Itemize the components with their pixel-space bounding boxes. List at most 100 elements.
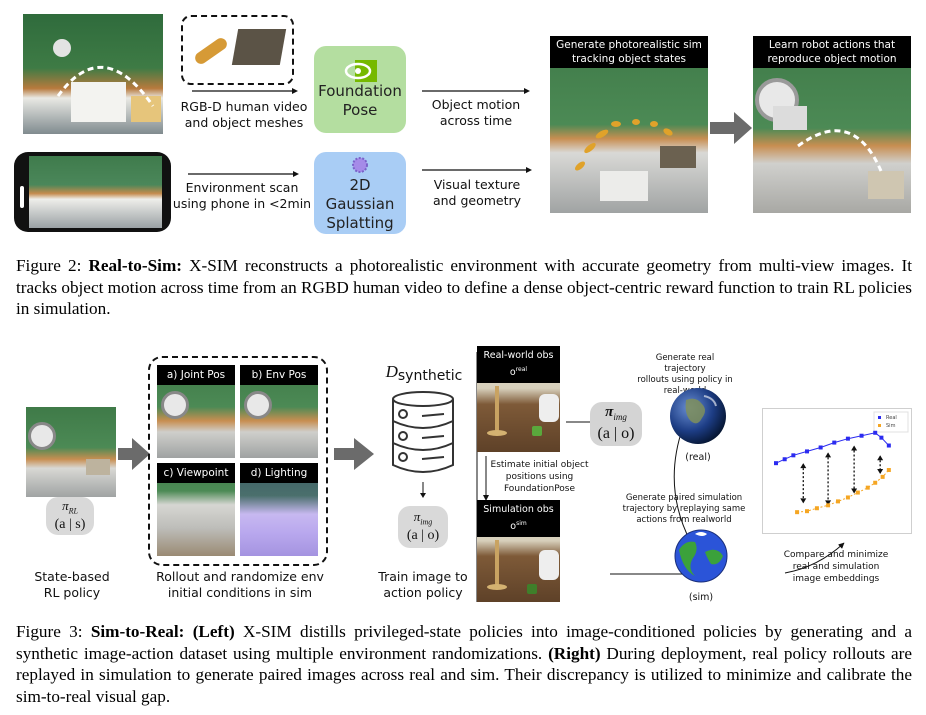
- randomization-env-pos: b) Env Pos: [240, 365, 318, 458]
- img-policy-box: πimg (a | o): [398, 506, 448, 548]
- randomize-label: Rollout and randomize env initial condit…: [156, 569, 324, 600]
- real-point: [818, 445, 823, 450]
- database-icon: [392, 391, 454, 473]
- pi-symbol: π: [413, 508, 421, 524]
- rgbd-arrow: [192, 88, 298, 94]
- sink: [71, 82, 126, 122]
- method-name-sc: IM: [216, 256, 238, 275]
- estimate-down-arrow: [483, 456, 489, 501]
- compare-label: Compare and minimize real and simulation…: [783, 550, 889, 584]
- img-policy-arg: (a | o): [406, 528, 440, 544]
- real-obs-banner: Real-world obs oreal: [477, 346, 560, 384]
- lamp: [53, 39, 71, 57]
- corn-mesh: [192, 35, 230, 67]
- randomization-joint-pos: a) Joint Pos: [157, 365, 235, 458]
- rgbd-label: RGB-D human video and object meshes: [180, 99, 308, 130]
- dataset-down-arrow: [420, 482, 426, 498]
- legend-swatch-real: [878, 416, 881, 419]
- object-meshes-box: [181, 15, 294, 85]
- real-point: [845, 436, 850, 441]
- figure-2-text: reconstructs a photorealistic environmen…: [16, 256, 912, 318]
- corn-trajectory: [575, 119, 696, 201]
- real-world-obs-image: Real-world obs oreal: [477, 346, 560, 452]
- sim-point: [845, 495, 850, 500]
- figure-3-text-1: distills privileged-state policies into …: [16, 622, 913, 663]
- train-label: Train image to action policy: [378, 569, 468, 600]
- robot-actions-image: Learn robot actions that reproduce objec…: [753, 36, 911, 213]
- real-point: [774, 461, 778, 466]
- deploy-policy-box: πimg (a | o): [590, 402, 642, 446]
- method-name-sc: IM: [270, 622, 292, 641]
- randomization-group: a) Joint Pos b) Env Pos c) Viewpoint d) …: [148, 356, 328, 566]
- visual-texture-arrow: [422, 167, 532, 173]
- pi-symbol: π: [605, 404, 614, 420]
- gray-arrow-sim-to-robot: [710, 112, 752, 144]
- right-marker: (Right): [548, 643, 601, 663]
- rl-policy-box: πRL (a | s): [46, 497, 94, 535]
- left-marker: (Left): [192, 622, 235, 641]
- real-point: [805, 449, 809, 454]
- sim-point: [826, 503, 831, 508]
- legend-swatch-sim: [878, 424, 881, 427]
- gap-arrow-head-down: [877, 468, 884, 474]
- real-point: [832, 440, 837, 445]
- robot-trajectory-arc: [797, 129, 883, 172]
- deploy-subscript: img: [613, 412, 627, 422]
- rl-policy-arg: (a | s): [54, 517, 86, 533]
- visual-texture-label: Visual texture and geometry: [432, 177, 522, 208]
- gaussian-splatting-label: 2D Gaussian Splatting: [325, 175, 395, 232]
- phone-scan-photo: [14, 152, 171, 232]
- robot-basket: [868, 171, 904, 199]
- sim-obs-text: Simulation obs o: [483, 504, 554, 533]
- rl-subscript: RL: [68, 506, 78, 516]
- real-globe-label: (real): [685, 452, 711, 463]
- gray-arrow-randomize-to-dataset: [334, 438, 374, 470]
- figure-2-number: Figure 2:: [16, 256, 89, 275]
- sim-point: [865, 485, 870, 490]
- sim-obs-banner: Simulation obs osim: [477, 500, 560, 538]
- sim-obs-sup: sim: [516, 520, 527, 527]
- env-scan-arrow: [188, 171, 299, 177]
- sim-banner: Generate photorealistic sim tracking obj…: [550, 36, 708, 68]
- env-scan-label: Environment scan using phone in <2min: [172, 180, 312, 211]
- sim-point: [873, 480, 878, 485]
- env-pos-label: b) Env Pos: [240, 365, 318, 385]
- foundation-pose-label: Foundation Pose: [318, 81, 402, 119]
- real-point: [879, 435, 884, 440]
- viewpoint-label: c) Viewpoint: [157, 463, 235, 483]
- real-point: [873, 430, 878, 435]
- left-right-divider: [476, 352, 478, 602]
- sim-series: [795, 468, 891, 515]
- sim-point: [886, 468, 891, 473]
- gap-arrows: [800, 445, 884, 506]
- gap-arrow-head-down: [800, 498, 807, 504]
- randomization-viewpoint: c) Viewpoint: [157, 463, 235, 556]
- basket: [131, 96, 161, 122]
- robot-banner: Learn robot actions that reproduce objec…: [753, 36, 911, 68]
- figure-2-caption: Figure 2: Real-to-Sim: X-SIM reconstruct…: [16, 255, 912, 320]
- legend-label-real: Real: [886, 415, 897, 421]
- joint-pos-label: a) Joint Pos: [157, 365, 235, 385]
- sim-globe-to-plot-arrow: [784, 542, 845, 574]
- deploy-policy-arg: (a | o): [597, 425, 635, 442]
- gaussian-splat-icon: [352, 156, 368, 173]
- gap-arrow-head-down: [825, 500, 832, 506]
- legend-label-sim: Sim: [886, 423, 896, 429]
- real-obs-text: Real-world obs o: [483, 350, 554, 379]
- real-obs-sup: real: [515, 366, 528, 373]
- gap-arrow-head-up: [800, 463, 807, 469]
- sim-globe-label: (sim): [688, 592, 714, 603]
- gaussian-splatting-box: 2D Gaussian Splatting: [314, 152, 406, 234]
- real-rollout-label: Generate real trajectory rollouts using …: [637, 353, 733, 396]
- object-motion-arrow: [422, 88, 530, 94]
- gap-arrow-head-down: [851, 488, 858, 494]
- dataset-subscript: synthetic: [397, 368, 463, 384]
- trajectory-arc: [56, 66, 155, 107]
- gap-arrow-head-up: [825, 452, 832, 458]
- img-subscript: img: [420, 517, 433, 527]
- figure-3-title: Sim-to-Real:: [90, 622, 185, 641]
- pi-symbol: π: [62, 497, 69, 513]
- method-name: X-S: [182, 256, 217, 275]
- lighting-label: d) Lighting: [240, 463, 318, 483]
